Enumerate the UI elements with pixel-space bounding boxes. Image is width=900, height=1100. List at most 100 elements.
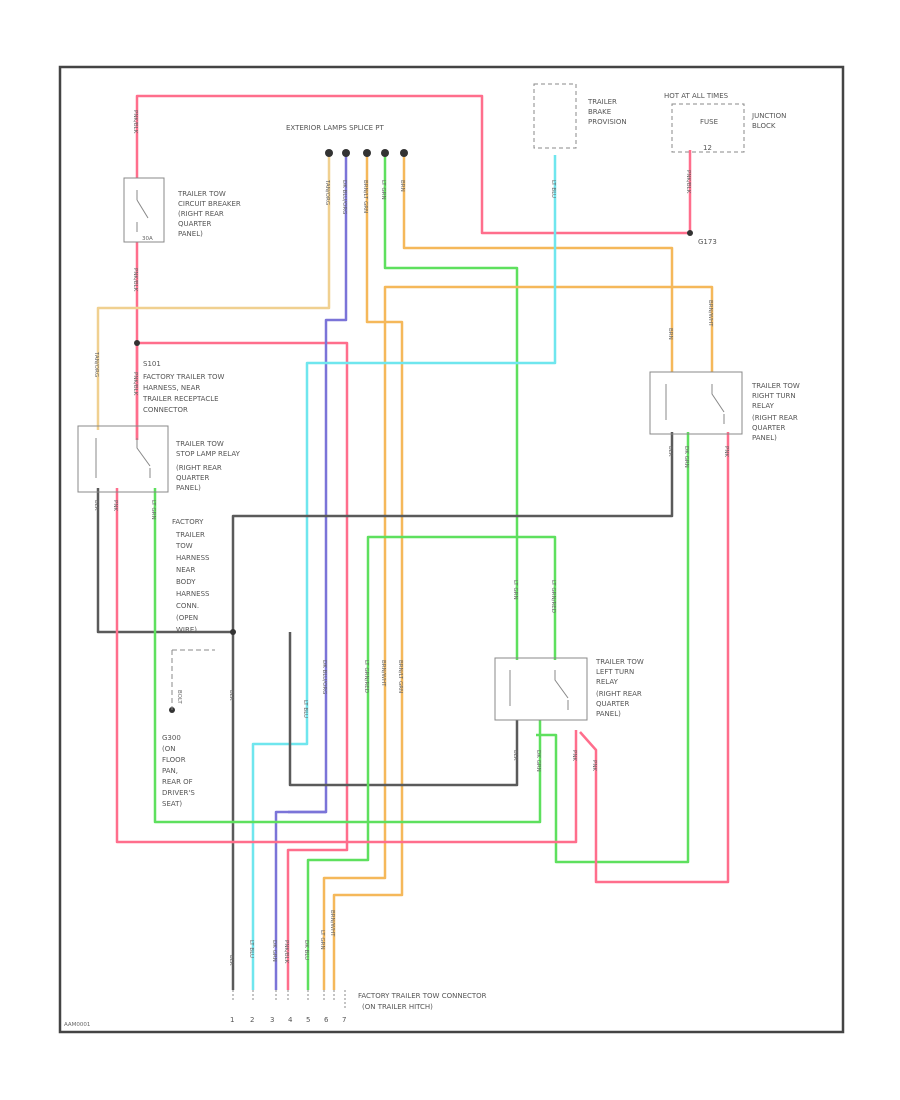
fh-label-1: FACTORY (172, 518, 204, 526)
lt-relay-label-5: QUARTER (596, 700, 629, 708)
lt-relay-label-6: PANEL) (596, 710, 621, 718)
cb-amp: 30A (142, 236, 153, 242)
s-point-label: S101 (143, 360, 161, 368)
lt-relay-label-1: TRAILER TOW (595, 658, 644, 666)
right-turn-relay-box (649, 371, 743, 435)
wire-orange-1 (332, 155, 404, 990)
wl-stop-out3: LT GRN (150, 500, 156, 520)
wire-green-stop-relay (153, 488, 542, 824)
fh-label-6: BODY (176, 578, 196, 586)
wire-green-right-relay (536, 432, 690, 864)
trailer-brake-label-2: BRAKE (588, 108, 611, 116)
wl-rt-out2: DK GRN (683, 446, 689, 468)
gnd-label-5: REAR OF (162, 778, 193, 786)
stop-lamp-relay-box (77, 425, 169, 493)
pin-1: 1 (230, 1016, 234, 1024)
wl-lt-out4: PNK (591, 760, 597, 771)
splice-3 (363, 149, 371, 157)
wire-purple-down (274, 810, 326, 990)
gnd-label-4: PAN, (162, 767, 178, 775)
trailer-brake-box (533, 83, 577, 149)
exterior-lamps-label: EXTERIOR LAMPS SPLICE PT (286, 124, 384, 132)
trailer-brake-label-1: TRAILER (587, 98, 617, 106)
splice-4 (381, 149, 389, 157)
fh-label-9: (OPEN (176, 614, 198, 622)
wl-lt-in2: LT GRN/RED (550, 580, 556, 613)
wl-stop-out2: PNK (112, 500, 118, 511)
rt-relay-label-5: QUARTER (752, 424, 785, 432)
wl-tan2-top: BRN (399, 180, 405, 192)
wire-orange-right (402, 155, 674, 372)
gnd-label-2: (ON (162, 745, 175, 753)
stop-relay-label-2: STOP LAMP RELAY (176, 450, 241, 458)
junction-block-box (671, 103, 745, 153)
wl-orange-top: BRN/LT GRN (362, 180, 368, 213)
fh-label-3: TOW (175, 542, 193, 550)
pin-4: 4 (288, 1016, 293, 1024)
wl-lt-out3: PNK (571, 750, 577, 761)
wl-pink-stop-in: PNK/BLK (132, 372, 138, 396)
harness-label-4: CONNECTOR (143, 406, 188, 414)
wl-pink-cb-bottom: PNK/BLK (132, 268, 138, 292)
wl-tan-stop-in: TAN/ORG (93, 351, 99, 377)
junction-label-2: BLOCK (752, 122, 776, 130)
wl-cyan-top: LT BLU (550, 180, 556, 198)
wire-orange-loop (322, 285, 714, 990)
pin-6: 6 (324, 1016, 329, 1024)
trailer-brake-label-3: PROVISION (588, 118, 627, 126)
cb-label-2: CIRCUIT BREAKER (178, 200, 241, 208)
fh-label-2: TRAILER (175, 531, 205, 539)
wire-purple (288, 155, 348, 814)
pin-2: 2 (250, 1016, 254, 1024)
wl-gnd-wire: BLK (228, 690, 234, 701)
cb-label-1: TRAILER TOW (177, 190, 226, 198)
diagram-frame (58, 65, 845, 1034)
stop-relay-label-5: PANEL) (176, 484, 201, 492)
fuse-label: FUSE (700, 118, 718, 126)
wire-pink-feed (135, 94, 690, 235)
wl-lt-out2: DK GRN (535, 750, 541, 772)
stop-relay-label-1: TRAILER TOW (175, 440, 224, 448)
harness-label-1: FACTORY TRAILER TOW (143, 373, 225, 381)
fuse-number: 12 (703, 144, 712, 152)
wl-purple-top: DK BLU/ORG (341, 180, 347, 214)
cb-label-5: PANEL) (178, 230, 203, 238)
wl-rt-in2: BRN/WHT (707, 300, 713, 327)
wl-c2: LT BLU (248, 940, 254, 958)
wl-mid-5: BRN/LT GRN (397, 660, 403, 693)
cb-label-4: QUARTER (178, 220, 211, 228)
lt-relay-label-2: LEFT TURN (596, 668, 634, 676)
bolt-label: BOLT (176, 690, 182, 704)
wire-pink-stop-out (115, 488, 578, 844)
wl-c5: DK BLU (303, 940, 309, 960)
rt-relay-label-6: PANEL) (752, 434, 777, 442)
fh-label-7: HARNESS (176, 590, 210, 598)
connector-label-2: (ON TRAILER HITCH) (362, 1003, 433, 1011)
wl-mid-4: BRN/WHT (380, 660, 386, 687)
splice-g173 (687, 230, 693, 236)
wl-c7: BRN/WHT (329, 910, 335, 937)
gnd-label-7: SEAT) (162, 800, 182, 808)
wl-tan-top: TAN/ORG (324, 179, 330, 205)
rt-relay-label-4: (RIGHT REAR (752, 414, 798, 422)
left-turn-relay-box (494, 657, 588, 721)
wire-black-stop (96, 488, 233, 634)
wl-c4: PNK/BLK (283, 940, 289, 964)
hot-label: HOT AT ALL TIMES (664, 92, 729, 100)
cb-label-3: (RIGHT REAR (178, 210, 224, 218)
stop-relay-symbol (95, 438, 151, 478)
pin-7: 7 (342, 1016, 346, 1024)
fh-label-5: NEAR (176, 566, 195, 574)
connector-pins: 1 2 3 4 5 6 7 (230, 990, 346, 1024)
connector-label-1: FACTORY TRAILER TOW CONNECTOR (358, 992, 487, 1000)
wl-mid-2: DK BLU/ORG (321, 660, 327, 694)
wl-green-top: LT GRN (380, 180, 386, 200)
fh-label-4: HARNESS (176, 554, 210, 562)
harness-label-2: HARNESS, NEAR (143, 384, 200, 392)
wl-stop-out1: BLK (93, 500, 99, 511)
stop-relay-label-3: (RIGHT REAR (176, 464, 222, 472)
splice-2 (342, 149, 350, 157)
wl-c3: DK GRN (271, 940, 277, 962)
left-relay-symbol (509, 670, 569, 710)
